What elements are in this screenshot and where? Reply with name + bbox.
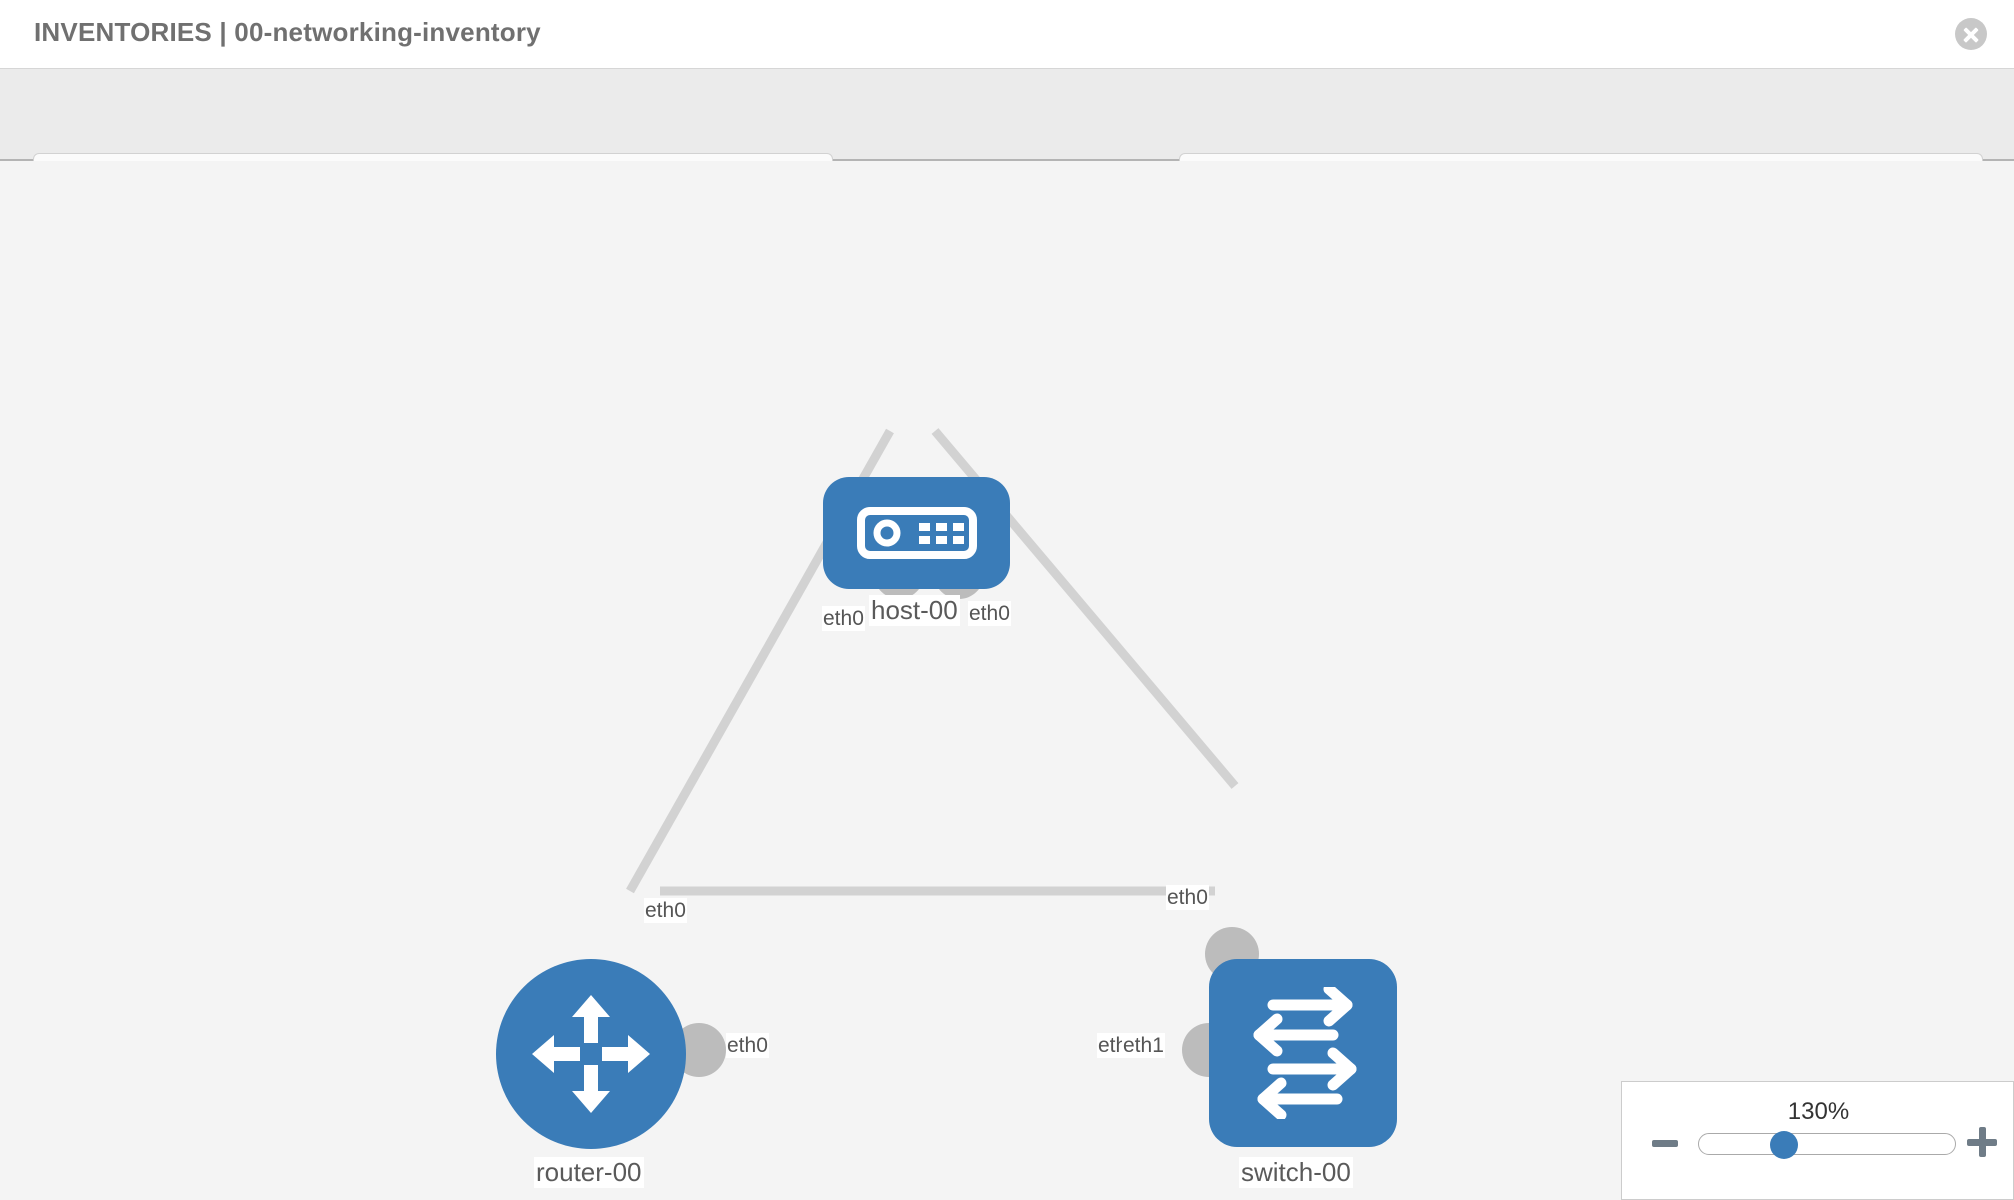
zoom-out-button[interactable] xyxy=(1652,1140,1678,1147)
node-switch-00-body[interactable] xyxy=(1209,959,1397,1147)
toolbar: ACTIONS SEARCH xyxy=(0,68,2014,210)
zoom-slider-thumb[interactable] xyxy=(1770,1131,1798,1159)
node-router-00-body[interactable] xyxy=(496,959,686,1149)
zoom-level-value: 130% xyxy=(1787,1098,1850,1125)
link-label-switch-left-b: eth1 xyxy=(1122,1033,1165,1058)
switch-arrows-icon xyxy=(1253,987,1357,1119)
link-label-host-left: eth0 xyxy=(822,606,865,631)
link-label-router-up: eth0 xyxy=(644,898,687,923)
zoom-in-button[interactable] xyxy=(1967,1127,1997,1157)
topology-canvas[interactable]: host-00 router-00 xyxy=(0,161,2014,1200)
page-title: INVENTORIES | 00-networking-inventory xyxy=(34,17,541,47)
close-icon[interactable] xyxy=(1955,18,1987,50)
server-icon xyxy=(857,507,977,559)
link-label-switch-up: eth0 xyxy=(1166,885,1209,910)
link-label-router-right: eth0 xyxy=(726,1033,769,1058)
link-label-host-right: eth0 xyxy=(968,601,1011,626)
topology-links xyxy=(626,428,1239,896)
node-switch-00-label: switch-00 xyxy=(1239,1157,1353,1188)
zoom-control-panel: 130% xyxy=(1621,1081,2014,1200)
node-router-00-label: router-00 xyxy=(534,1157,644,1188)
zoom-slider-track[interactable] xyxy=(1698,1133,1956,1155)
node-host-00-body[interactable] xyxy=(823,477,1010,589)
router-arrows-icon xyxy=(532,995,650,1113)
page-header: INVENTORIES | 00-networking-inventory xyxy=(0,0,2014,68)
node-host-00-label: host-00 xyxy=(869,595,960,626)
